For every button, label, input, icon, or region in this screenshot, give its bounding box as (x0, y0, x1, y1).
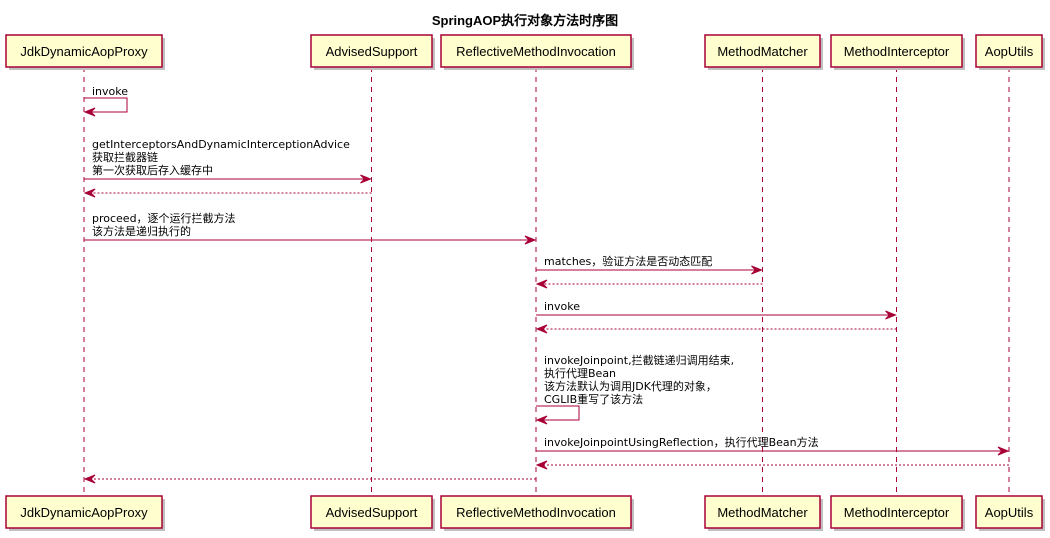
message-label: getInterceptorsAndDynamicInterceptionAdv… (92, 138, 350, 151)
message: invoke (83, 85, 128, 117)
participant-label: ReflectiveMethodInvocation (456, 505, 616, 520)
message: matches，验证方法是否动态匹配 (536, 254, 763, 275)
arrow-head (535, 460, 548, 470)
message: getInterceptorsAndDynamicInterceptionAdv… (84, 138, 372, 184)
message-label: invokeJoinpointUsingReflection，执行代理Bean方… (544, 435, 819, 449)
participant-bottom-mi: MethodInterceptor (830, 495, 965, 531)
messages: invoke getInterceptorsAndDynamicIntercept… (83, 85, 1010, 484)
participant-box (704, 495, 821, 529)
arrow-head (751, 265, 763, 275)
participant-label: ReflectiveMethodInvocation (456, 44, 616, 59)
message-label: matches，验证方法是否动态匹配 (544, 254, 712, 268)
arrow-head (535, 415, 548, 425)
arrow-head (535, 279, 548, 289)
arrow-head (885, 310, 897, 320)
message-label: invoke (92, 85, 128, 98)
message: invokeJoinpointUsingReflection，执行代理Bean方… (536, 435, 1010, 456)
message-label: 执行代理Bean (544, 366, 616, 380)
participant-label: AdvisedSupport (326, 505, 418, 520)
participant-bottom-jdk: JdkDynamicAopProxy (5, 495, 165, 531)
participant-label: AopUtils (985, 44, 1034, 59)
message (83, 188, 372, 198)
participant-label: MethodMatcher (717, 44, 808, 59)
participant-box (975, 34, 1043, 68)
participant-label: JdkDynamicAopProxy (20, 505, 148, 520)
participant-box (440, 34, 632, 68)
participant-top-rmi: ReflectiveMethodInvocation (440, 34, 634, 70)
message (535, 460, 1009, 470)
message-label: CGLIB重写了该方法 (544, 392, 643, 406)
message: invoke (536, 300, 897, 320)
message-label: proceed，逐个运行拦截方法 (92, 211, 236, 225)
participant-bottom-mm: MethodMatcher (704, 495, 823, 531)
participant-label: JdkDynamicAopProxy (20, 44, 148, 59)
message-label: 该方法是递归执行的 (92, 224, 191, 238)
participant-box (704, 34, 821, 68)
participant-box (5, 34, 163, 68)
message-label: invokeJoinpoint,拦截链递归调用结束, (544, 353, 734, 367)
participant-box (830, 495, 963, 529)
message-label: invoke (544, 300, 580, 313)
participant-top-aop: AopUtils (975, 34, 1045, 70)
message-arrow (536, 405, 580, 421)
arrow-head (360, 174, 372, 184)
participant-bottom-rmi: ReflectiveMethodInvocation (440, 495, 634, 531)
participant-box (310, 495, 433, 529)
message (535, 279, 763, 289)
participant-top-jdk: JdkDynamicAopProxy (5, 34, 165, 70)
participant-top-mi: MethodInterceptor (830, 34, 965, 70)
arrow-head (524, 235, 537, 245)
message (83, 474, 536, 484)
participant-box (975, 495, 1043, 529)
participant-top-mm: MethodMatcher (704, 34, 823, 70)
lifelines (83, 67, 1010, 496)
message-label: 第一次获取后存入缓存中 (92, 163, 213, 177)
diagram-title: SpringAOP执行对象方法时序图 (432, 13, 618, 28)
participant-top-adv: AdvisedSupport (310, 34, 435, 70)
participant-bottom-adv: AdvisedSupport (310, 495, 435, 531)
participant-label: AopUtils (985, 505, 1034, 520)
message-arrow (84, 97, 128, 113)
arrow-head (997, 446, 1010, 456)
arrow-head (83, 107, 96, 117)
message: invokeJoinpoint,拦截链递归调用结束,执行代理Bean该方法默认为… (535, 353, 734, 425)
participant-bottom-aop: AopUtils (975, 495, 1045, 531)
message-label: 该方法默认为调用JDK代理的对象， (544, 379, 717, 393)
message-label: 获取拦截器链 (92, 150, 158, 164)
arrow-head (83, 188, 96, 198)
participant-box (310, 34, 433, 68)
participant-label: AdvisedSupport (326, 44, 418, 59)
participant-box (830, 34, 963, 68)
participant-box (440, 495, 632, 529)
arrow-head (83, 474, 96, 484)
participant-label: MethodMatcher (717, 505, 808, 520)
participant-label: MethodInterceptor (844, 505, 950, 520)
participants-bottom: JdkDynamicAopProxy AdvisedSupport Reflecti… (5, 495, 1045, 531)
participants-top: JdkDynamicAopProxy AdvisedSupport Reflecti… (5, 34, 1045, 70)
participant-box (5, 495, 163, 529)
message (535, 324, 897, 334)
participant-label: MethodInterceptor (844, 44, 950, 59)
arrow-head (535, 324, 548, 334)
